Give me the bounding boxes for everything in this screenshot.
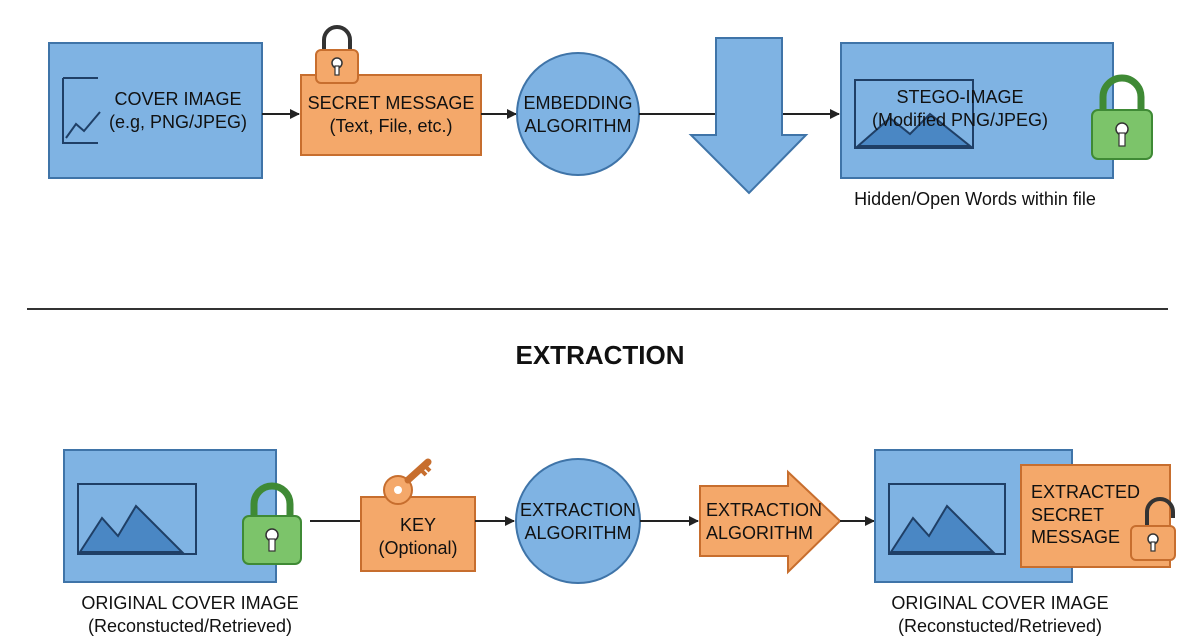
extraction-arrow-line1: EXTRACTION bbox=[706, 499, 826, 522]
cover-image-label: COVER IMAGE (e.g, PNG/JPEG) bbox=[88, 88, 268, 133]
extracted-message-label: EXTRACTED SECRET MESSAGE bbox=[1031, 481, 1141, 549]
secret-message-label: SECRET MESSAGE (Text, File, etc.) bbox=[301, 92, 481, 137]
extracted-line3: MESSAGE bbox=[1031, 526, 1141, 549]
embedding-algorithm-label: EMBEDDING ALGORITHM bbox=[517, 92, 639, 137]
secret-message-title: SECRET MESSAGE bbox=[301, 92, 481, 115]
lock-closed-icon bbox=[1092, 78, 1152, 159]
extraction-arrow-label: EXTRACTION ALGORITHM bbox=[700, 499, 826, 544]
extraction-circle-line1: EXTRACTION bbox=[516, 499, 640, 522]
key-subtitle: (Optional) bbox=[361, 537, 475, 560]
key-label: KEY (Optional) bbox=[361, 514, 475, 559]
embedding-algorithm-line2: ALGORITHM bbox=[517, 115, 639, 138]
extraction-circle-line2: ALGORITHM bbox=[516, 522, 640, 545]
embedding-algorithm-line1: EMBEDDING bbox=[517, 92, 639, 115]
lock-closed-icon bbox=[316, 27, 358, 83]
stego-image-subtitle: (Modified PNG/JPEG) bbox=[870, 109, 1050, 132]
original-left-subtitle: (Reconstucted/Retrieved) bbox=[40, 615, 340, 637]
stego-caption: Hidden/Open Words within file bbox=[830, 188, 1120, 211]
original-cover-left-label: ORIGINAL COVER IMAGE (Reconstucted/Retri… bbox=[40, 592, 340, 637]
extraction-circle-label: EXTRACTION ALGORITHM bbox=[516, 499, 640, 544]
original-right-subtitle: (Reconstucted/Retrieved) bbox=[850, 615, 1150, 637]
cover-image-title: COVER IMAGE bbox=[88, 88, 268, 111]
extracted-line1: EXTRACTED bbox=[1031, 481, 1141, 504]
cover-image-subtitle: (e.g, PNG/JPEG) bbox=[88, 111, 268, 134]
section-title: EXTRACTION bbox=[0, 340, 1200, 371]
key-title: KEY bbox=[361, 514, 475, 537]
extracted-line2: SECRET bbox=[1031, 504, 1141, 527]
secret-message-subtitle: (Text, File, etc.) bbox=[301, 115, 481, 138]
down-arrow-icon bbox=[691, 38, 806, 193]
extraction-arrow-line2: ALGORITHM bbox=[706, 522, 826, 545]
stego-image-title: STEGO-IMAGE bbox=[870, 86, 1050, 109]
original-left-title: ORIGINAL COVER IMAGE bbox=[40, 592, 340, 615]
original-cover-right-label: ORIGINAL COVER IMAGE (Reconstucted/Retri… bbox=[850, 592, 1150, 637]
original-right-title: ORIGINAL COVER IMAGE bbox=[850, 592, 1150, 615]
stego-image-label: STEGO-IMAGE (Modified PNG/JPEG) bbox=[870, 86, 1050, 131]
